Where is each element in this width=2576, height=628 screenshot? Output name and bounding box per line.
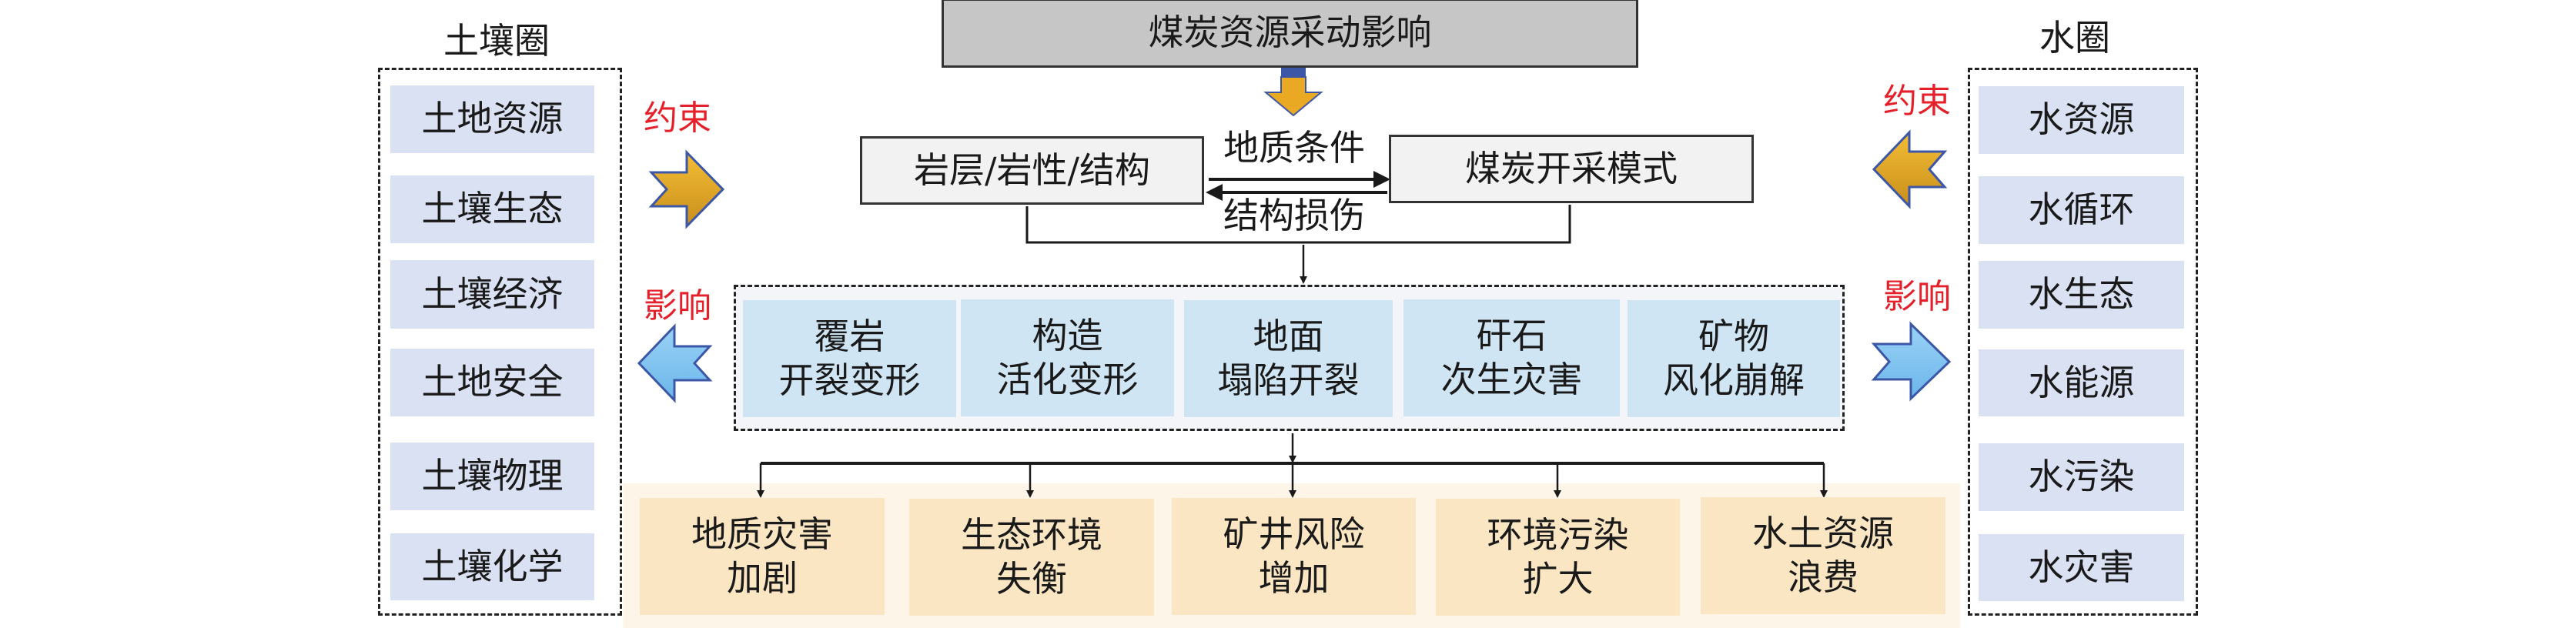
soil-item: 土地资源 [390, 85, 594, 153]
process-line1: 地面 [1253, 315, 1324, 357]
outcome-line1: 矿井风险 [1223, 513, 1365, 555]
outcome-line2: 浪费 [1788, 556, 1858, 598]
influence-arrow-right-icon [1871, 321, 1952, 402]
process-line2: 次生灾害 [1440, 359, 1583, 400]
outcome-line2: 加剧 [727, 557, 798, 599]
outcome-line1: 环境污染 [1487, 513, 1629, 556]
soil-item: 土壤生态 [390, 175, 594, 243]
outcome-cell: 环境污染扩大 [1436, 499, 1680, 616]
process-line1: 矿物 [1698, 315, 1769, 357]
outcome-cell: 矿井风险增加 [1172, 498, 1416, 615]
water-item: 水能源 [1979, 349, 2184, 416]
mining-mode-box: 煤炭开采模式 [1389, 135, 1754, 203]
geologic-conditions-label: 地质条件 [1223, 127, 1365, 169]
soil-item: 土地安全 [390, 349, 594, 416]
process-cell: 覆岩开裂变形 [743, 300, 956, 417]
water-sphere-box [1968, 68, 2198, 616]
outcome-cell: 水土资源浪费 [1701, 497, 1945, 614]
process-line2: 塌陷开裂 [1217, 359, 1360, 401]
right-influence-label: 影响 [1883, 277, 1951, 316]
right-constraint-label: 约束 [1883, 82, 1951, 121]
outcome-cell: 生态环境失衡 [909, 499, 1154, 616]
structural-damage-label: 结构损伤 [1223, 195, 1365, 237]
water-item: 水污染 [1979, 443, 2184, 511]
water-sphere-title: 水圈 [2039, 17, 2110, 59]
process-line1: 覆岩 [814, 315, 885, 357]
constraint-arrow-left-icon [1872, 129, 1948, 209]
outcome-line1: 地质灾害 [691, 513, 833, 555]
outcome-line1: 水土资源 [1752, 512, 1894, 554]
outcome-line2: 失衡 [996, 558, 1067, 600]
soil-sphere-box [378, 68, 622, 616]
down-arrow-icon [1263, 68, 1323, 117]
process-cell: 矿物风化崩解 [1628, 300, 1840, 417]
process-cell: 构造活化变形 [961, 299, 1174, 416]
constraint-arrow-right-icon [648, 149, 725, 229]
process-box [734, 285, 1845, 431]
outcome-cell: 地质灾害加剧 [640, 498, 885, 615]
coal-mining-impact-box: 煤炭资源采动影响 [942, 0, 1638, 68]
process-line2: 风化崩解 [1663, 359, 1805, 401]
outcome-line2: 增加 [1258, 557, 1330, 599]
rock-strata-box: 岩层/岩性/结构 [860, 136, 1204, 205]
water-item: 水生态 [1979, 261, 2184, 329]
process-cell: 地面塌陷开裂 [1184, 300, 1393, 417]
outcome-line1: 生态环境 [961, 513, 1102, 556]
outcome-line2: 扩大 [1522, 558, 1594, 600]
soil-item: 土壤物理 [390, 443, 594, 510]
process-line1: 构造 [1032, 314, 1103, 356]
process-line2: 开裂变形 [778, 359, 921, 401]
influence-arrow-left-icon [637, 323, 713, 403]
water-item: 水循环 [1979, 176, 2184, 244]
process-cell: 矸石次生灾害 [1403, 299, 1620, 416]
water-item: 水灾害 [1979, 534, 2184, 601]
soil-item: 土壤化学 [390, 533, 594, 600]
soil-item: 土壤经济 [390, 260, 594, 329]
left-influence-label: 影响 [644, 286, 711, 326]
water-item: 水资源 [1979, 86, 2184, 154]
process-line2: 活化变形 [996, 359, 1139, 400]
process-line1: 矸石 [1476, 314, 1547, 356]
soil-sphere-title: 土壤圈 [443, 20, 550, 62]
bracket-line [1025, 205, 1571, 244]
left-constraint-label: 约束 [644, 99, 711, 138]
